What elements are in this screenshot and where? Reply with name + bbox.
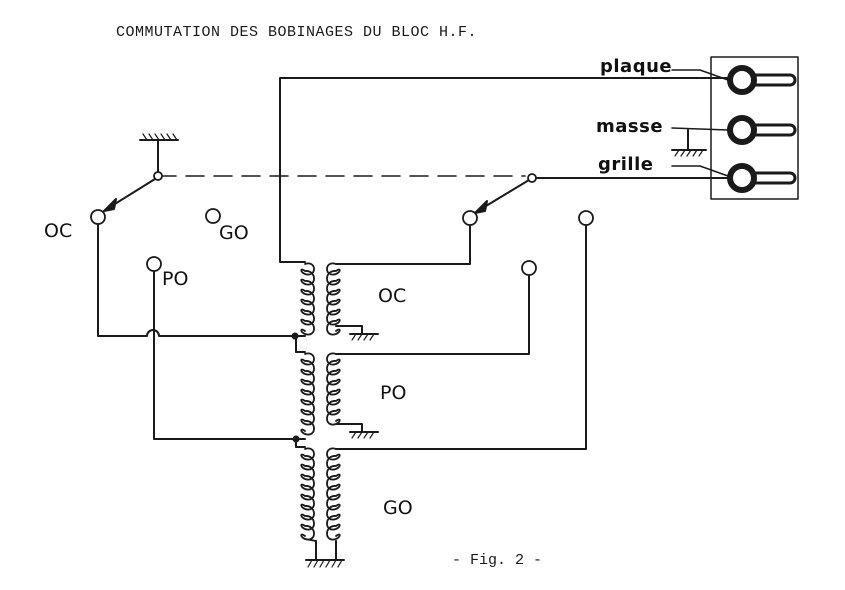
- coil-po-label: PO: [380, 382, 407, 404]
- oc-secondary-coil: [326, 262, 341, 336]
- oc-contact-wire: [97, 223, 296, 337]
- po-contact-wire: [153, 270, 297, 440]
- contact-go-1: [205, 208, 221, 224]
- connector-block: [710, 56, 799, 200]
- switch2-pivot: [527, 173, 537, 183]
- switch1-arrow: [103, 198, 117, 212]
- contact-po-1: [146, 256, 162, 272]
- masse-label: masse: [596, 116, 664, 137]
- switch-go-label: GO: [219, 222, 249, 244]
- junction-dot: [292, 435, 300, 443]
- go-primary-lead: [304, 538, 317, 542]
- po-secondary-ground-symbol: [335, 423, 379, 439]
- oc-primary-coil: [300, 262, 315, 336]
- plaque-label: plaque: [600, 56, 673, 77]
- coil-group: [300, 262, 341, 542]
- junction-dot: [291, 332, 299, 340]
- contact-go-2: [578, 210, 594, 226]
- masse-lug: [727, 115, 797, 145]
- plaque-wire: [279, 77, 729, 263]
- go-secondary-wire: [335, 224, 587, 450]
- contact-oc-1: [90, 209, 106, 225]
- switch1-pivot: [153, 171, 163, 181]
- coil-go-label: GO: [383, 497, 413, 519]
- switch-oc-label: OC: [44, 220, 73, 242]
- po-secondary-wire: [335, 274, 530, 355]
- go-secondary-coil: [326, 447, 341, 541]
- oc-secondary-ground-symbol: [335, 325, 379, 341]
- go-ground-symbol: [305, 540, 345, 568]
- masse-leader: [671, 127, 729, 131]
- plaque-lug: [727, 65, 797, 95]
- masse-ground-symbol: [671, 129, 707, 157]
- switch-po-label: PO: [162, 268, 189, 290]
- contact-po-2: [521, 260, 537, 276]
- grille-lug: [727, 163, 797, 193]
- po-secondary-coil: [326, 352, 341, 426]
- po-primary-coil: [300, 352, 315, 436]
- switch2-arrow: [474, 200, 488, 214]
- switch2-blade: [480, 179, 530, 210]
- grille-label: grille: [598, 154, 654, 175]
- oc-secondary-wire: [335, 224, 471, 265]
- grille-leader: [671, 165, 729, 177]
- contact-oc-2: [462, 210, 478, 226]
- switch1-blade: [109, 178, 156, 208]
- switch1-ground-symbol: [139, 133, 179, 174]
- figure-caption: - Fig. 2 -: [452, 552, 543, 569]
- go-primary-coil: [300, 447, 315, 541]
- diagram-title: COMMUTATION DES BOBINAGES DU BLOC H.F.: [116, 24, 478, 41]
- coil-oc-label: OC: [378, 285, 407, 307]
- plaque-leader: [671, 69, 729, 81]
